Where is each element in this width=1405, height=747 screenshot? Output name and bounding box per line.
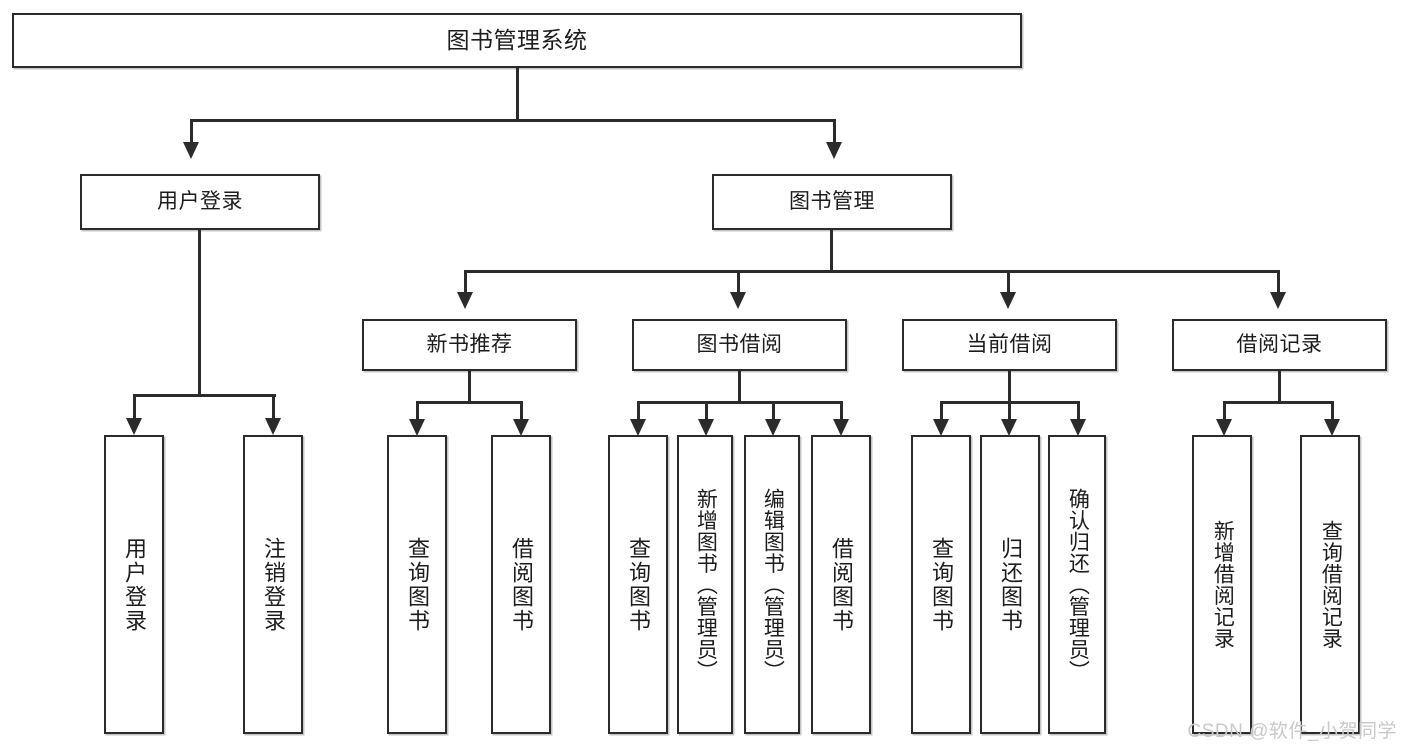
node-label: 查询图书 [625,536,651,633]
arrowhead-leaf-edit-book [765,419,781,436]
connector-borrow-record-bus [1224,401,1334,404]
arrowhead-book-borrow [730,292,746,309]
node-label: 新增图书（管理员） [694,487,718,682]
arrowhead-leaf-query-book-1 [409,419,425,436]
connector-borrow-record-stem [1278,371,1281,403]
arrowhead-leaf-query-book-2 [630,419,646,436]
connector-bb-to-leaf-1 [637,401,640,421]
connector-user-login-to-leaf-2 [272,394,275,420]
connector-nbr-to-leaf-2 [520,401,523,421]
node-new-book-recommend[interactable]: 新书推荐 [362,319,577,371]
arrowhead-leaf-query-book-3 [933,419,949,436]
leaf-node-borrow-book-recommend[interactable]: 借阅图书 [491,435,551,734]
connector-root-to-book-manage [833,119,836,144]
leaf-node-user-logout[interactable]: 注销登录 [243,435,303,734]
connector-user-login-to-leaf-1 [133,394,136,420]
arrowhead-book-manage [826,142,842,159]
node-label: 借阅图书 [828,536,854,633]
arrowhead-current-borrow [1000,292,1016,309]
connector-bus-to-new-book-recommend [464,270,467,294]
node-label: 新书推荐 [426,333,513,357]
connector-user-login-bus [134,394,276,397]
leaf-node-query-book-recommend[interactable]: 查询图书 [387,435,447,734]
connector-current-borrow-stem [1008,371,1011,403]
node-label: 借阅图书 [508,536,534,633]
connector-cb-to-leaf-3 [1077,401,1080,421]
arrowhead-leaf-borrow-book-1 [513,419,529,436]
connector-bus-to-borrow-record [1277,270,1280,294]
arrowhead-leaf-query-record [1324,419,1340,436]
node-book-management[interactable]: 图书管理 [712,174,952,230]
connector-root-to-user-login [190,119,193,144]
leaf-node-query-book-current[interactable]: 查询图书 [911,435,971,734]
leaf-node-return-book[interactable]: 归还图书 [980,435,1040,734]
leaf-node-query-borrow-record[interactable]: 查询借阅记录 [1300,435,1360,734]
leaf-node-confirm-return-admin[interactable]: 确认归还（管理员） [1048,435,1106,734]
connector-current-borrow-bus [941,401,1080,404]
connector-new-book-recommend-bus [417,401,523,404]
node-label: 查询借阅记录 [1319,520,1343,649]
leaf-node-add-borrow-record[interactable]: 新增借阅记录 [1192,435,1252,734]
connector-nbr-to-leaf-1 [416,401,419,421]
node-label: 查询图书 [928,536,954,633]
connector-book-borrow-bus [638,401,843,404]
node-root-book-management-system[interactable]: 图书管理系统 [12,13,1022,68]
node-user-login[interactable]: 用户登录 [80,174,320,230]
connector-cb-to-leaf-2 [1008,401,1011,421]
node-label: 图书管理 [789,190,875,214]
connector-user-login-stem [198,230,201,396]
arrowhead-borrow-record [1270,292,1286,309]
connector-book-manage-stem [830,230,833,272]
node-label: 查询图书 [404,536,430,633]
connector-bus-to-current-borrow [1007,270,1010,294]
arrowhead-leaf-add-book [698,419,714,436]
node-label: 归还图书 [997,536,1023,633]
arrowhead-leaf-return-book [1001,419,1017,436]
node-label: 注销登录 [260,536,286,633]
leaf-node-query-book-borrow[interactable]: 查询图书 [608,435,668,734]
arrowhead-leaf-add-record [1216,419,1232,436]
connector-br-to-leaf-1 [1223,401,1226,421]
leaf-node-borrow-book-borrow[interactable]: 借阅图书 [811,435,871,734]
arrowhead-user-login [183,142,199,159]
node-label: 新增借阅记录 [1211,520,1235,649]
connector-cb-to-leaf-1 [940,401,943,421]
connector-level3-bus [466,270,1280,273]
node-label: 图书管理系统 [446,27,588,54]
connector-root-bus [193,119,836,122]
node-label: 编辑图书（管理员） [761,487,785,682]
node-label: 用户登录 [157,190,243,214]
node-book-borrow[interactable]: 图书借阅 [632,319,847,371]
connector-book-borrow-stem [738,371,741,403]
connector-br-to-leaf-2 [1331,401,1334,421]
arrowhead-new-book-recommend [457,292,473,309]
connector-new-book-recommend-stem [468,371,471,403]
arrowhead-leaf-confirm-return [1070,419,1086,436]
arrowhead-leaf-user-logout [265,418,281,435]
leaf-node-user-login[interactable]: 用户登录 [104,435,164,734]
connector-bb-to-leaf-4 [840,401,843,421]
arrowhead-leaf-user-login [126,418,142,435]
leaf-node-edit-book-admin[interactable]: 编辑图书（管理员） [744,435,800,734]
arrowhead-leaf-borrow-book-2 [833,419,849,436]
node-label: 当前借阅 [966,333,1053,357]
node-label: 确认归还（管理员） [1066,487,1090,682]
node-label: 用户登录 [121,536,147,633]
node-borrow-record[interactable]: 借阅记录 [1172,319,1387,371]
connector-root-stem [516,68,519,119]
connector-bb-to-leaf-3 [772,401,775,421]
node-current-borrow[interactable]: 当前借阅 [902,319,1117,371]
leaf-node-add-book-admin[interactable]: 新增图书（管理员） [677,435,733,734]
connector-bus-to-book-borrow [737,270,740,294]
node-label: 图书借阅 [696,333,783,357]
node-label: 借阅记录 [1236,333,1323,357]
connector-bb-to-leaf-2 [705,401,708,421]
